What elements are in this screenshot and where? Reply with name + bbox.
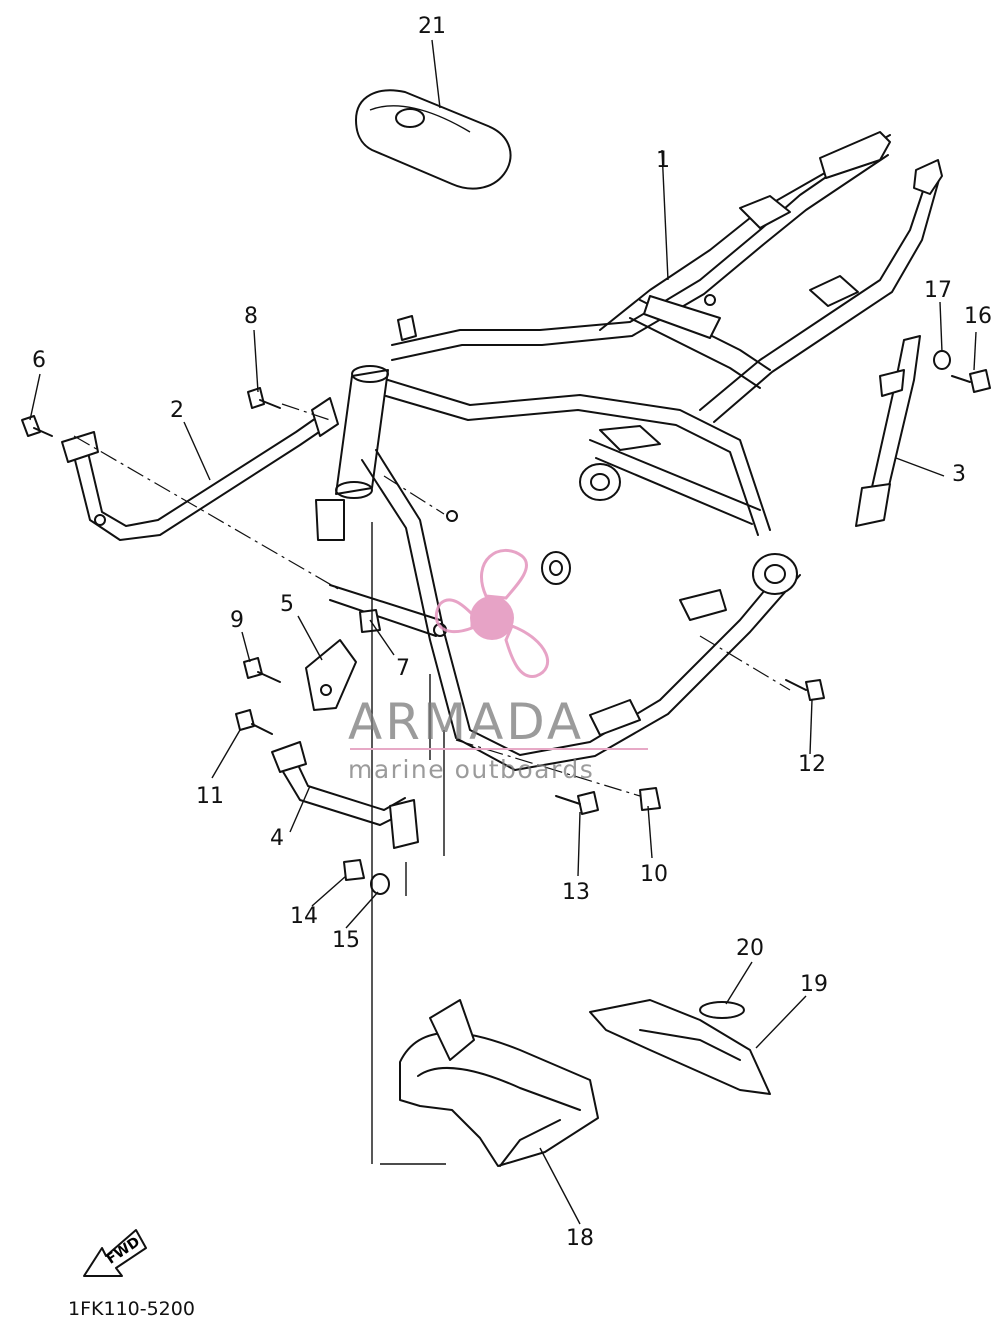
callout-11: 11 (196, 784, 224, 809)
part-4-lower-bracket (271, 741, 419, 849)
callout-20: 20 (736, 936, 764, 961)
callout-17: 17 (924, 278, 952, 303)
callout-2: 2 (170, 398, 184, 423)
part-code: 1FK110-5200 (68, 1298, 195, 1320)
callout-8: 8 (244, 304, 258, 329)
watermark-divider (350, 748, 648, 750)
callout-14: 14 (290, 904, 318, 929)
watermark-brand: ARMADA (348, 693, 585, 751)
callout-13: 13 (562, 880, 590, 905)
part-18-lower-cover (399, 999, 599, 1167)
part-19-plate-cover (589, 999, 771, 1095)
callout-10: 10 (640, 862, 668, 887)
callout-1: 1 (656, 148, 670, 173)
leader-lines (29, 39, 977, 1225)
watermark-logo (434, 549, 549, 678)
part-21-seat-cushion (355, 89, 512, 190)
callout-16: 16 (964, 304, 992, 329)
callout-12: 12 (798, 752, 826, 777)
callout-3: 3 (952, 462, 966, 487)
callout-9: 9 (230, 608, 244, 633)
hardware (21, 350, 991, 1019)
part-1-main-frame (315, 131, 943, 771)
callout-5: 5 (280, 592, 294, 617)
callout-19: 19 (800, 972, 828, 997)
callout-6: 6 (32, 348, 46, 373)
watermark-tagline: marine outboards (348, 755, 595, 784)
callout-18: 18 (566, 1226, 594, 1251)
fwd-arrow-icon: FWD (83, 1229, 147, 1277)
part-2-front-bracket (61, 397, 339, 541)
callout-4: 4 (270, 826, 284, 851)
callout-7: 7 (396, 656, 410, 681)
part-3-rear-rail (855, 335, 921, 527)
part-5-plate (305, 639, 357, 711)
callout-21: 21 (418, 14, 446, 39)
callout-15: 15 (332, 928, 360, 953)
